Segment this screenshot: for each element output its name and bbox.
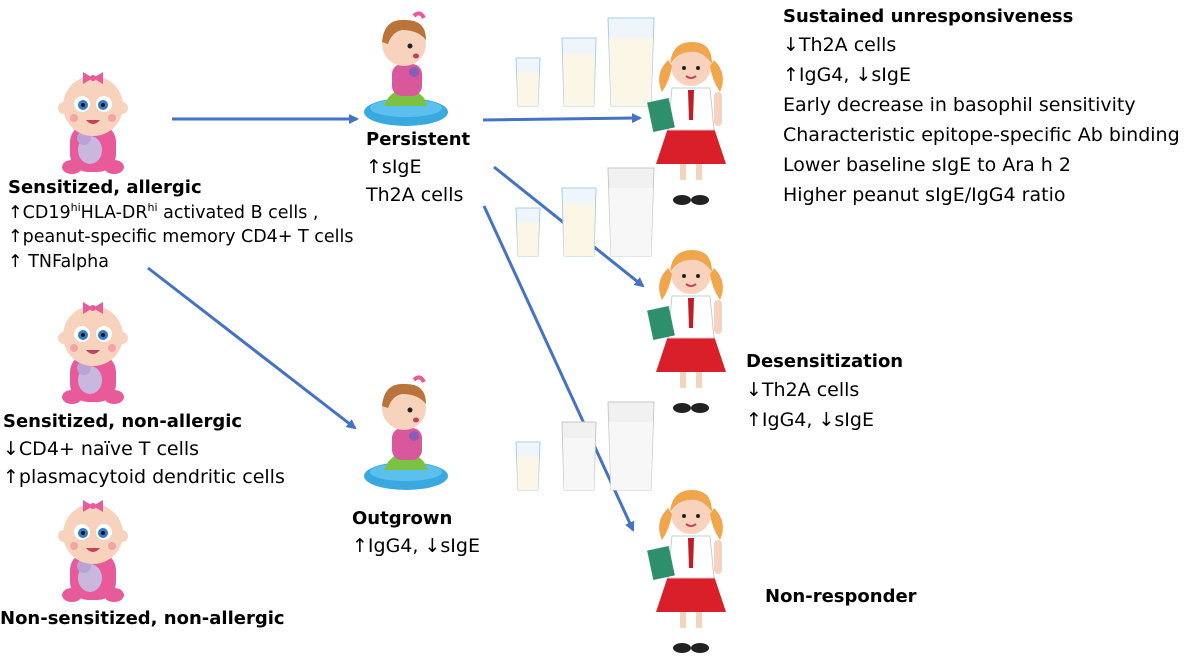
outcome-marker-line: Higher peanut sIgE/IgG4 ratio	[783, 183, 1066, 206]
outcome-title: Non-responder	[765, 586, 917, 607]
arrow-allergic-to-outgrown	[147, 266, 357, 430]
outcome-marker-line: ↓Th2A cells	[783, 33, 897, 56]
group-sensitized-nonallergic: Sensitized, non-allergic ↓CD4+ naïve T c…	[3, 410, 285, 491]
group-title: Persistent	[366, 129, 471, 150]
group-marker-line: ↑CD19hiHLA-DRhi activated B cells ,	[8, 201, 354, 226]
group-sensitized-allergic: Sensitized, allergic ↑CD19hiHLA-DRhi act…	[8, 176, 354, 274]
outcome-nonresponder: Non-responder	[765, 585, 917, 610]
group-persistent: Persistent ↑sIgE Th2A cells	[366, 128, 470, 209]
schoolgirl-desensitization-icon	[647, 250, 726, 413]
marker-text: activated B cells ,	[157, 202, 319, 223]
outcome-marker-line: Characteristic epitope-specific Ab bindi…	[783, 123, 1180, 146]
outcome-marker-line: ↑IgG4, ↓sIgE	[746, 408, 874, 431]
group-title: Outgrown	[352, 508, 453, 529]
marker-sup: hi	[70, 200, 81, 214]
group-title: Sensitized, non-allergic	[3, 411, 243, 432]
schoolgirl-nonresponder-icon	[647, 490, 726, 653]
milk-glasses-nonresponder-icon	[515, 401, 655, 491]
outcome-marker-line: ↓Th2A cells	[746, 378, 860, 401]
baby-allergic-icon	[58, 72, 128, 174]
baby-nonsensitized-icon	[58, 500, 128, 602]
group-marker-line: ↓CD4+ naïve T cells	[3, 437, 200, 460]
toddler-outgrown-icon	[364, 375, 448, 490]
group-marker-line: ↑IgG4, ↓sIgE	[352, 534, 480, 557]
group-marker-line: ↑sIgE	[366, 155, 422, 178]
baby-nonallergic-icon	[58, 302, 128, 404]
outcome-marker-line: Lower baseline sIgE to Ara h 2	[783, 153, 1071, 176]
arrow-persistent-to-sustained	[482, 113, 642, 124]
marker-text: HLA-DR	[80, 202, 148, 223]
group-nonsensitized: Non-sensitized, non-allergic	[0, 607, 285, 632]
group-title: Non-sensitized, non-allergic	[0, 608, 285, 629]
group-marker-line: Th2A cells	[366, 183, 464, 206]
outcome-desensitization: Desensitization ↓Th2A cells ↑IgG4, ↓sIgE	[746, 350, 903, 435]
group-marker-line: ↑plasmacytoid dendritic cells	[3, 465, 285, 488]
group-title: Sensitized, allergic	[8, 177, 202, 198]
schoolgirl-sustained-icon	[647, 42, 726, 205]
outcome-title: Sustained unresponsiveness	[783, 6, 1074, 27]
milk-glasses-sustained-icon	[515, 17, 655, 107]
milk-glasses-desensitization-icon	[515, 167, 655, 257]
outcome-title: Desensitization	[746, 351, 904, 372]
arrow-persistent-to-nonresponder	[482, 205, 635, 532]
toddler-persistent-icon	[364, 11, 448, 126]
group-outgrown: Outgrown ↑IgG4, ↓sIgE	[352, 507, 480, 560]
outcome-sustained: Sustained unresponsiveness ↓Th2A cells ↑…	[783, 5, 1180, 210]
marker-text: ↑CD19	[8, 202, 71, 223]
group-marker-line: ↑peanut-specific memory CD4+ T cells	[8, 227, 354, 247]
group-marker-line: ↑ TNFalpha	[8, 251, 109, 272]
outcome-marker-line: ↑IgG4, ↓sIgE	[783, 63, 911, 86]
outcome-marker-line: Early decrease in basophil sensitivity	[783, 93, 1136, 116]
marker-sup: hi	[147, 200, 158, 214]
